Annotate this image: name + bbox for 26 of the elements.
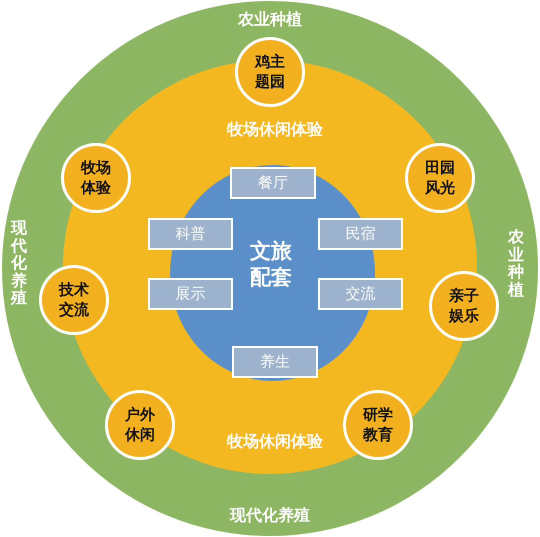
label-box	[230, 167, 316, 199]
vertical-label: 现代化养殖	[11, 219, 27, 307]
vertical-label: 农业种植	[508, 228, 524, 298]
ring-label: 牧场休闲体验	[227, 120, 323, 140]
label-box	[148, 218, 233, 250]
box-label: 养生	[260, 352, 290, 372]
ring-label: 牧场休闲体验	[227, 432, 323, 452]
box-label: 民宿	[346, 224, 376, 244]
box-label: 科普	[176, 224, 206, 244]
circle-label: 亲子娱乐	[448, 286, 480, 326]
ring-label: 农业种植	[238, 10, 302, 30]
label-box	[318, 278, 403, 310]
circle-label: 鸡主题园	[254, 52, 286, 92]
circle-label: 户外休闲	[124, 406, 156, 444]
box-label: 展示	[176, 284, 206, 304]
label-box	[232, 346, 318, 378]
label-box	[318, 218, 403, 250]
circle-label: 田园风光	[424, 158, 456, 198]
circle-label: 研学教育	[362, 406, 394, 444]
label-box	[148, 278, 233, 310]
center-title: 文旅配套	[249, 238, 293, 290]
box-label: 餐厅	[258, 174, 288, 192]
circle-label: 牧场体验	[80, 158, 112, 198]
ring-label: 现代化养殖	[230, 506, 310, 526]
circle-label: 技术交流	[58, 280, 90, 320]
box-label: 交流	[346, 284, 376, 304]
